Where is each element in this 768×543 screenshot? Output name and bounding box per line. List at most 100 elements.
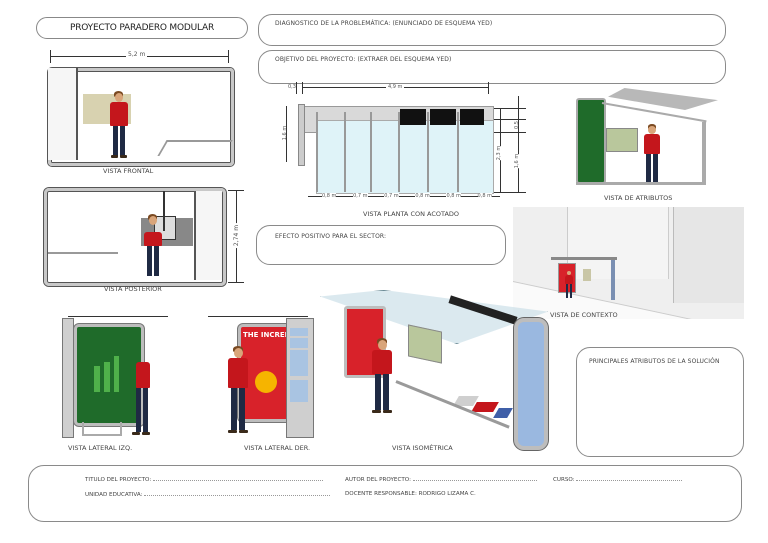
dimension-tick: [50, 50, 51, 63]
glass-pane: [290, 338, 308, 348]
side-panel: [48, 68, 78, 160]
mini-post: [611, 260, 615, 300]
dimension-label: 2,3 m: [496, 145, 503, 161]
person-figure: [565, 271, 573, 299]
dimension-tick: [494, 108, 526, 109]
footer-row-1: TITULO DEL PROYECTO:: [85, 476, 324, 483]
dimension-label: 1,6 m: [514, 153, 521, 169]
post: [370, 112, 372, 192]
mini-map: [583, 269, 591, 281]
dimension-tick: [494, 119, 526, 120]
post: [316, 112, 318, 192]
dimension-line: [286, 106, 287, 162]
shelter-frame: [44, 188, 226, 286]
caption-vista-posterior: VISTA POSTERIOR: [104, 285, 162, 293]
bench-red: [471, 402, 499, 412]
stand: [82, 422, 122, 436]
end-frame: [514, 318, 548, 450]
curso-label: CURSO:: [553, 477, 575, 483]
dimension-label: 0,7 m: [384, 193, 399, 199]
person-figure: [108, 91, 130, 161]
post: [457, 112, 459, 192]
person-figure: [142, 214, 164, 280]
footer-row-2: UNIDAD EDUCATIVA:: [85, 491, 331, 498]
bench-blue: [493, 408, 513, 418]
roof-line: [208, 316, 308, 317]
atributos-label: PRINCIPALES ATRIBUTOS DE LA SOLUCIÓN: [589, 358, 720, 365]
dimension-tick: [488, 82, 489, 94]
docente-label: DOCENTE RESPONSABLE:: [345, 491, 417, 497]
side-panel: [194, 191, 222, 280]
caption-vista-atributos: VISTA DE ATRIBUTOS: [604, 194, 673, 202]
ad-panel: [576, 98, 606, 184]
curso-input[interactable]: [576, 476, 683, 481]
diagnostico-label: DIAGNOSTICO DE LA PROBLEMÁTICA: (ENUNCIA…: [275, 20, 493, 27]
autor-label: AUTOR DEL PROYECTO:: [345, 477, 411, 483]
dimension-tick: [228, 50, 229, 63]
vista-contexto: VISTA DE CONTEXTO: [513, 207, 744, 319]
objetivo-field[interactable]: OBJETIVO DEL PROYECTO: (EXTRAER DEL ESQU…: [258, 50, 726, 84]
caption-vista-lateral-izq: VISTA LATERAL IZQ.: [68, 444, 133, 452]
dimension-tick: [494, 132, 526, 133]
person-figure: [642, 124, 662, 186]
roof-line: [68, 316, 168, 317]
autor-input[interactable]: [412, 476, 537, 481]
footer-row-1c: CURSO:: [553, 476, 683, 483]
dimension-label: 5,2 m: [126, 51, 148, 58]
vista-atributos: [572, 88, 724, 190]
side-elevation: [298, 104, 305, 166]
bench: [48, 252, 118, 274]
post: [344, 112, 346, 192]
vista-lateral-der: THE INCREDI: [208, 316, 318, 438]
glass-pane: [290, 380, 308, 402]
dimension-label: 0,7 m: [353, 193, 368, 199]
solar-panel: [460, 109, 484, 125]
unidad-input[interactable]: [144, 491, 331, 496]
dimension-tick: [228, 190, 244, 191]
bracket-post: [163, 191, 165, 231]
titulo-input[interactable]: [153, 476, 324, 481]
vista-lateral-izq: [60, 316, 170, 438]
caption-vista-lateral-der: VISTA LATERAL DER.: [244, 444, 311, 452]
footer-row-1b: AUTOR DEL PROYECTO:: [345, 476, 537, 483]
mini-shelter-roof: [551, 257, 617, 260]
bottle: [104, 362, 110, 392]
poster-logo: [255, 371, 277, 393]
caption-vista-contexto: VISTA DE CONTEXTO: [550, 311, 618, 319]
post: [398, 112, 400, 192]
person-figure: [226, 346, 250, 436]
titulo-label: TITULO DEL PROYECTO:: [85, 477, 152, 483]
poster-title: THE INCREDI: [243, 331, 294, 339]
dimension-line: [308, 196, 500, 197]
efecto-field[interactable]: EFECTO POSITIVO PARA EL SECTOR:: [256, 225, 506, 265]
person-figure: [370, 338, 394, 416]
dimension-label: 4,9 m: [386, 84, 405, 90]
person-figure: [128, 362, 150, 438]
caption-vista-frontal: VISTA FRONTAL: [103, 167, 154, 175]
frame-bottom: [576, 182, 706, 185]
bottle: [94, 366, 100, 392]
docente-value: RODRIGO LIZAMA C.: [418, 491, 476, 497]
back-post: [702, 122, 706, 184]
vista-frontal: 5,2 m: [44, 48, 234, 178]
diagnostico-field[interactable]: DIAGNOSTICO DE LA PROBLEMÁTICA: (ENUNCIA…: [258, 14, 726, 46]
dimension-label: 0,8 m: [477, 193, 492, 199]
map-panel: [408, 324, 442, 364]
solar-panel: [430, 109, 456, 125]
dimension-label: 1,6 m: [282, 125, 289, 141]
dimension-label: 0,5: [513, 121, 520, 129]
dimension-line: [518, 96, 519, 193]
objetivo-label: OBJETIVO DEL PROYECTO: (EXTRAER DEL ESQU…: [275, 56, 452, 63]
atributos-field[interactable]: PRINCIPALES ATRIBUTOS DE LA SOLUCIÓN: [576, 347, 744, 457]
building: [673, 207, 744, 303]
map-panel: [606, 128, 638, 152]
dimension-label: 0,3: [288, 84, 296, 90]
footer-row-2b: DOCENTE RESPONSABLE: RODRIGO LIZAMA C.: [345, 491, 476, 497]
side-post: [62, 318, 74, 438]
bottom-dimension-labels: 0,8 m 0,7 m 0,7 m 0,8 m 0,8 m 0,8 m: [322, 193, 492, 199]
vista-isometrica: [318, 284, 550, 450]
bench: [157, 140, 233, 156]
dimension-tick: [296, 82, 297, 94]
caption-vista-planta: VISTA PLANTA CON ACOTADO: [363, 210, 460, 218]
solar-panel: [400, 109, 426, 125]
